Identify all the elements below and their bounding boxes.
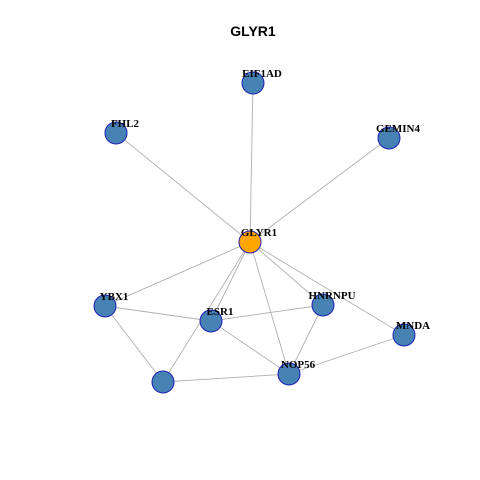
node-label: NOP56 [281,359,316,371]
edge-unlabeled-nop56 [162,373,290,383]
edge-glyr1-eif1ad [249,82,254,243]
graph-title: GLYR1 [230,23,276,39]
edge-glyr1-esr1 [210,241,251,322]
node-circle [199,309,223,333]
node-nop56: NOP56 [277,359,316,386]
node-circle [311,293,335,317]
edge-glyr1-hnrnpu [249,241,324,306]
node-circle [277,362,301,386]
edge-mnda-nop56 [288,334,405,375]
node-circle [104,121,128,145]
node-circle [392,323,416,347]
node-esr1: ESR1 [199,306,234,333]
edge-glyr1-gemin4 [249,137,390,243]
node-label: FHL2 [111,118,140,130]
node-fhl2: FHL2 [104,118,140,145]
node-eif1ad: EIF1AD [241,68,282,95]
edge-layer [104,82,405,383]
node-circle [93,294,117,318]
edge-glyr1-fhl2 [115,132,251,243]
edge-esr1-hnrnpu [210,304,324,322]
node-label: GLYR1 [241,227,277,239]
node-hnrnpu: HNRNPU [308,290,356,317]
edge-ybx1-esr1 [104,305,212,322]
edge-glyr1-nop56 [249,241,290,375]
node-mnda: MNDA [392,320,430,347]
edge-esr1-nop56 [210,320,290,375]
node-ybx1: YBX1 [93,291,129,318]
node-label: HNRNPU [308,290,355,302]
node-circle [377,126,401,150]
edge-hnrnpu-nop56 [288,304,324,375]
node-label: YBX1 [100,291,129,303]
node-gemin4: GEMIN4 [376,123,421,150]
node-unlabeled [151,370,175,394]
node-circle [151,370,175,394]
node-label: MNDA [396,320,430,332]
edge-glyr1-ybx1 [104,241,251,307]
edge-ybx1-unlabeled [104,305,164,383]
node-label: GEMIN4 [376,123,421,135]
node-label: ESR1 [207,306,234,318]
node-circle [238,230,262,254]
edge-glyr1-mnda [249,241,405,336]
node-label: EIF1AD [242,68,282,80]
node-glyr1: GLYR1 [238,227,277,254]
node-circle [241,71,265,95]
